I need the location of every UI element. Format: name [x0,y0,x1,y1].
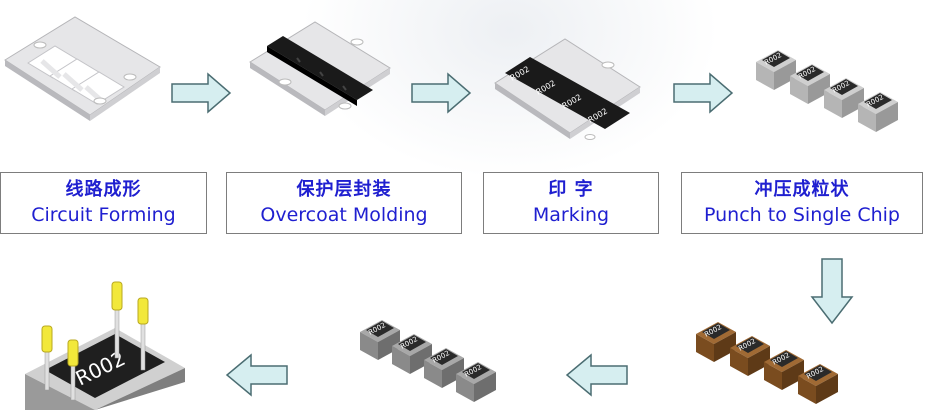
arrow-down-icon [810,258,854,325]
circuit-forming-image [4,16,161,121]
step-label-circuit-forming: 线路成形 Circuit Forming [0,172,207,234]
arrow-left-icon [565,353,628,397]
step-label-zh: 线路成形 [65,179,142,200]
final-test-chip-image: R002 [25,281,185,410]
step-label-overcoat-molding: 保护层封装 Overcoat Molding [226,172,462,234]
step-label-zh: 冲压成粒状 [754,179,850,200]
step-label-en: Overcoat Molding [260,204,428,226]
overcoat-molding-image [249,21,391,116]
arrow-right-icon [171,72,232,114]
marking-image: R002 R002 R002 R002 [494,38,641,140]
step-label-en: Circuit Forming [31,204,176,226]
step-label-en: Marking [532,204,610,226]
step-label-zh: 印 字 [548,179,594,200]
arrow-right-icon [673,72,734,114]
terminated-chip-image: R002 R002 R002 R002 [696,322,838,404]
step-label-en: Punch to Single Chip [704,204,900,226]
arrow-right-icon [411,72,472,114]
step-label-punch-to-single-chip: 冲压成粒状 Punch to Single Chip [681,172,923,234]
step-label-marking: 印 字 Marking [483,172,659,234]
step-label-zh: 保护层封装 [296,179,392,200]
single-chip-image: R002 R002 R002 R002 [756,50,898,132]
plated-chip-image: R002 R002 R002 R002 [360,320,496,402]
arrow-left-icon [225,353,288,397]
